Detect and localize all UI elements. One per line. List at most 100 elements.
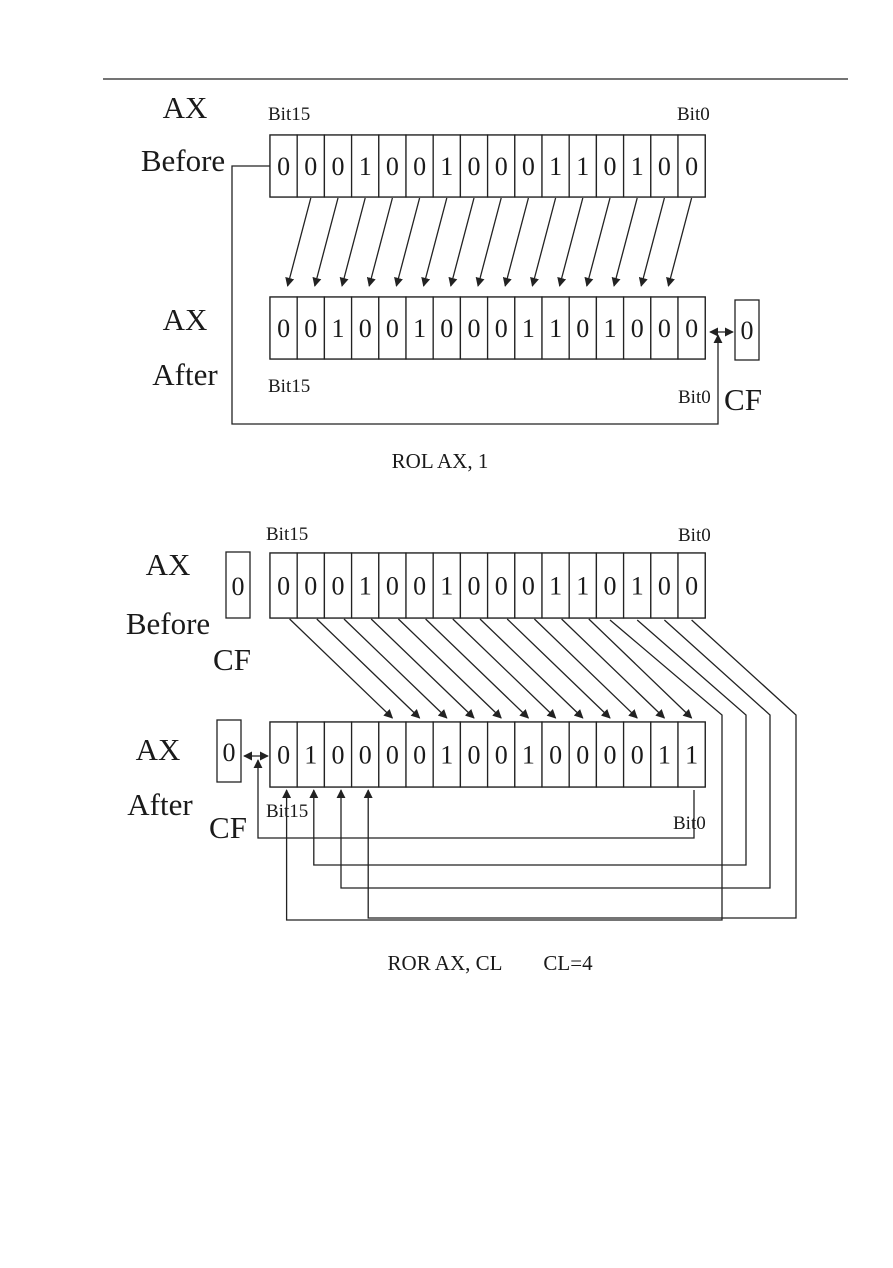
bit-cell: [432, 134, 462, 198]
bit-value: 1: [304, 741, 317, 770]
shift-arrow: [370, 618, 475, 719]
bit-value: 0: [604, 572, 617, 601]
bit-value: 0: [468, 572, 481, 601]
bit-cell: [541, 552, 570, 619]
bit15-label-top: Bit15: [268, 104, 310, 125]
bit-cell: [459, 134, 489, 198]
bit-cell: [405, 721, 434, 788]
bit-cell: [459, 721, 489, 788]
bit0-label-top: Bit0: [677, 104, 710, 125]
bit0-label-bottom: Bit0: [678, 387, 711, 408]
shift-arrow: [530, 197, 557, 287]
bit-value: 1: [413, 314, 426, 343]
bit-cell: [514, 721, 543, 788]
ax-before-label: AX: [146, 547, 191, 582]
shift-arrow: [533, 618, 638, 719]
bit-cell: [568, 296, 598, 360]
shift-arrow: [666, 197, 693, 287]
bit-value: 0: [386, 741, 399, 770]
cf-before-value: 0: [232, 572, 245, 601]
shift-arrow: [421, 197, 448, 287]
shift-arrow: [638, 197, 666, 287]
bit-value: 0: [440, 314, 453, 343]
bit-value: 1: [631, 572, 644, 601]
shift-arrow: [561, 618, 666, 719]
bit-cell: [323, 134, 353, 198]
bit-cell: [486, 134, 516, 198]
shift-arrow: [502, 197, 530, 287]
bit-cell: [296, 296, 326, 360]
bit-value: 0: [304, 314, 317, 343]
bit-cell: [405, 134, 434, 198]
shift-arrow: [339, 197, 366, 287]
bit-value: 0: [631, 741, 644, 770]
bit-value: 1: [359, 152, 372, 181]
rotate-wrap-line: [231, 165, 723, 425]
bit-value: 1: [440, 152, 453, 181]
shift-arrow: [452, 618, 557, 719]
shift-arrow: [425, 618, 530, 719]
bit-value: 1: [522, 314, 535, 343]
bit-cell: [296, 721, 326, 788]
rotate-wrap-line: [309, 619, 747, 866]
bit-value: 0: [604, 741, 617, 770]
before-label: Before: [126, 606, 210, 641]
bit-cell: [650, 552, 679, 619]
after-label: After: [152, 357, 218, 392]
cf-after-label: CF: [209, 810, 247, 845]
shift-arrow: [588, 618, 693, 719]
bit-value: 0: [658, 572, 671, 601]
bit-value: 0: [332, 152, 345, 181]
bit-cell: [677, 134, 706, 198]
bit-cell: [595, 134, 625, 198]
bit-cell: [622, 134, 652, 198]
bit-cell: [269, 552, 298, 619]
bit-value: 0: [386, 314, 399, 343]
bit-cell: [432, 552, 462, 619]
cf-cell: [734, 299, 760, 361]
bit-cell: [514, 296, 543, 360]
carry-feedback-line: [253, 759, 695, 839]
bit-value: 0: [386, 572, 399, 601]
shift-arrow: [557, 197, 584, 287]
bit-cell: [269, 296, 298, 360]
bit-value: 0: [495, 741, 508, 770]
bit-value: 0: [631, 314, 644, 343]
bit-cell: [350, 296, 380, 360]
shift-arrow: [343, 618, 448, 719]
bit-value: 1: [332, 314, 345, 343]
bit-cell: [486, 721, 516, 788]
bit-cell: [595, 552, 625, 619]
bit-value: 0: [468, 152, 481, 181]
shift-arrow: [316, 618, 421, 719]
bit-cell: [568, 721, 598, 788]
bit-value: 0: [495, 314, 508, 343]
bit-cell: [677, 552, 706, 619]
bit-value: 0: [332, 741, 345, 770]
bit-value: 0: [522, 152, 535, 181]
bit-value: 1: [576, 572, 589, 601]
shift-arrow: [475, 197, 502, 287]
bit-cell: [378, 552, 407, 619]
bit-value: 1: [440, 572, 453, 601]
bit15-label-bottom: Bit15: [268, 376, 310, 397]
bit-value: 0: [304, 572, 317, 601]
shift-arrow: [285, 197, 312, 287]
bit-value: 0: [495, 152, 508, 181]
rotate-wrap-line: [282, 619, 723, 921]
rol-caption: ROL AX, 1: [392, 449, 489, 473]
bit0-label-bottom: Bit0: [673, 813, 706, 834]
bit-value: 0: [304, 152, 317, 181]
bit-value: 0: [685, 314, 698, 343]
bit-cell: [350, 134, 380, 198]
bit-cell: [350, 721, 380, 788]
bit-value: 0: [549, 741, 562, 770]
shift-arrow: [584, 197, 611, 287]
shift-arrow: [289, 618, 394, 719]
bit-cell: [650, 721, 679, 788]
bit-value: 0: [359, 314, 372, 343]
shift-arrow: [397, 618, 502, 719]
